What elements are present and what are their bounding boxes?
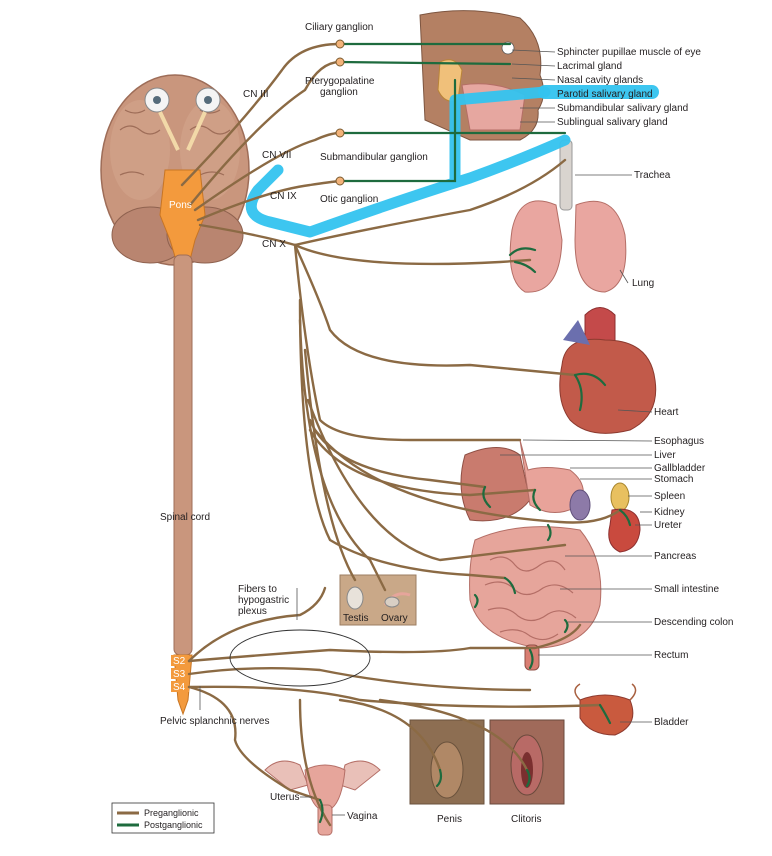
ganglia [335,39,345,186]
legend: Preganglionic Postganglionic [111,802,215,834]
label-heart: Heart [654,407,679,418]
label-parotid-gland: Parotid salivary gland [557,89,653,100]
label-lacrimal-gland: Lacrimal gland [557,61,622,72]
label-penis: Penis [437,814,462,825]
label-spleen: Spleen [654,491,685,502]
legend-postganglionic-label: Postganglionic [144,820,203,830]
label-stomach: Stomach [654,474,693,485]
anatomy-labels: Ciliary ganglion Pterygopalatine ganglio… [160,22,542,825]
label-trachea: Trachea [634,170,671,181]
abdominal-organs-illustration [460,439,641,671]
lungs-illustration [509,139,627,293]
label-s3: S3 [173,669,186,680]
label-cn10: CN X [262,239,286,250]
preganglionic-fibers [180,42,622,827]
uterus-illustration [264,760,381,836]
label-nasal-cavity-glands: Nasal cavity glands [557,75,643,86]
clitoris-inset [489,719,565,805]
label-sphincter-pupillae: Sphincter pupillae muscle of eye [557,47,701,58]
label-submandibular-gland: Submandibular salivary gland [557,103,688,114]
label-pons: Pons [169,200,192,211]
label-fibers-3: plexus [238,606,267,617]
label-small-intestine: Small intestine [654,584,719,595]
target-labels: Sphincter pupillae muscle of eye Lacrima… [557,47,734,728]
label-testis: Testis [343,613,369,624]
label-pancreas: Pancreas [654,551,696,562]
label-kidney: Kidney [654,507,685,518]
brain-illustration [100,74,250,266]
submandibular-ganglion-marker [335,128,345,138]
label-uterus: Uterus [270,792,299,803]
pterygopalatine-ganglion-marker [335,57,345,67]
gonads-inset [339,574,417,626]
head-illustration [419,10,544,141]
label-ureter: Ureter [654,520,682,531]
label-spinal-cord: Spinal cord [160,512,210,523]
label-vagina: Vagina [347,811,378,822]
penis-inset [409,719,485,805]
postganglionic-fibers [318,42,632,824]
label-cn3: CN III [243,89,269,100]
label-esophagus: Esophagus [654,436,704,447]
label-rectum: Rectum [654,650,688,661]
label-fibers-2: hypogastric [238,595,289,606]
label-bladder: Bladder [654,717,689,728]
label-clitoris: Clitoris [511,814,542,825]
heart-illustration [559,307,657,434]
bladder-illustration [574,683,637,736]
label-cn7: CN VII [262,150,291,161]
label-ciliary-ganglion: Ciliary ganglion [305,22,373,33]
label-pterygopalatine-2: ganglion [320,87,358,98]
label-s4: S4 [173,682,186,693]
label-otic-ganglion: Otic ganglion [320,194,378,205]
label-pterygopalatine-1: Pterygopalatine [305,76,375,87]
label-sublingual-gland: Sublingual salivary gland [557,117,668,128]
label-cn9: CN IX [270,191,297,202]
legend-preganglionic-label: Preganglionic [144,808,199,818]
brainstem-and-spinal-cord [159,169,206,716]
label-leaders [199,49,653,816]
label-descending-colon: Descending colon [654,617,734,628]
label-submandibular-ganglion: Submandibular ganglion [320,152,428,163]
label-lung: Lung [632,278,654,289]
label-fibers-1: Fibers to [238,584,277,595]
otic-ganglion-marker [335,176,345,186]
label-liver: Liver [654,450,676,461]
hypogastric-plexus-oval [229,629,371,687]
ciliary-ganglion-marker [335,39,345,49]
label-s2: S2 [173,656,186,667]
label-gallbladder: Gallbladder [654,463,706,474]
label-pelvic-splanchnic: Pelvic splanchnic nerves [160,716,270,727]
label-ovary: Ovary [381,613,408,624]
